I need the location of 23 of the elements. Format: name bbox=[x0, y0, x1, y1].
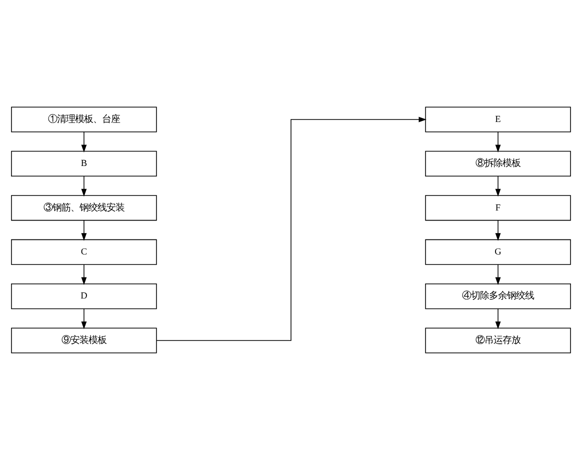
arrow bbox=[495, 220, 501, 240]
node-box: G bbox=[425, 238, 571, 264]
arrow bbox=[81, 131, 87, 152]
node-box: ④切除多余钢绞线 bbox=[425, 283, 571, 309]
node-box: F bbox=[425, 194, 571, 220]
arrow bbox=[81, 308, 87, 329]
arrow bbox=[495, 264, 501, 285]
node-box: C bbox=[11, 238, 157, 264]
arrow bbox=[81, 175, 87, 196]
node-box: ⑫吊运存放 bbox=[425, 327, 571, 353]
node-box: E bbox=[425, 106, 571, 132]
node-box: ⑨安装模板 bbox=[11, 327, 157, 353]
node-box: B bbox=[11, 150, 157, 176]
node-box: ⑧拆除模板 bbox=[425, 150, 571, 176]
arrow bbox=[81, 264, 87, 285]
arrow bbox=[156, 116, 426, 340]
node-box: ①清理模板、台座 bbox=[11, 106, 157, 132]
arrow bbox=[495, 175, 501, 196]
node-box: D bbox=[11, 283, 157, 309]
arrow bbox=[495, 131, 501, 152]
arrow bbox=[81, 220, 87, 240]
arrow bbox=[495, 308, 501, 329]
node-box: ③钢筋、钢绞线安装 bbox=[11, 194, 157, 220]
